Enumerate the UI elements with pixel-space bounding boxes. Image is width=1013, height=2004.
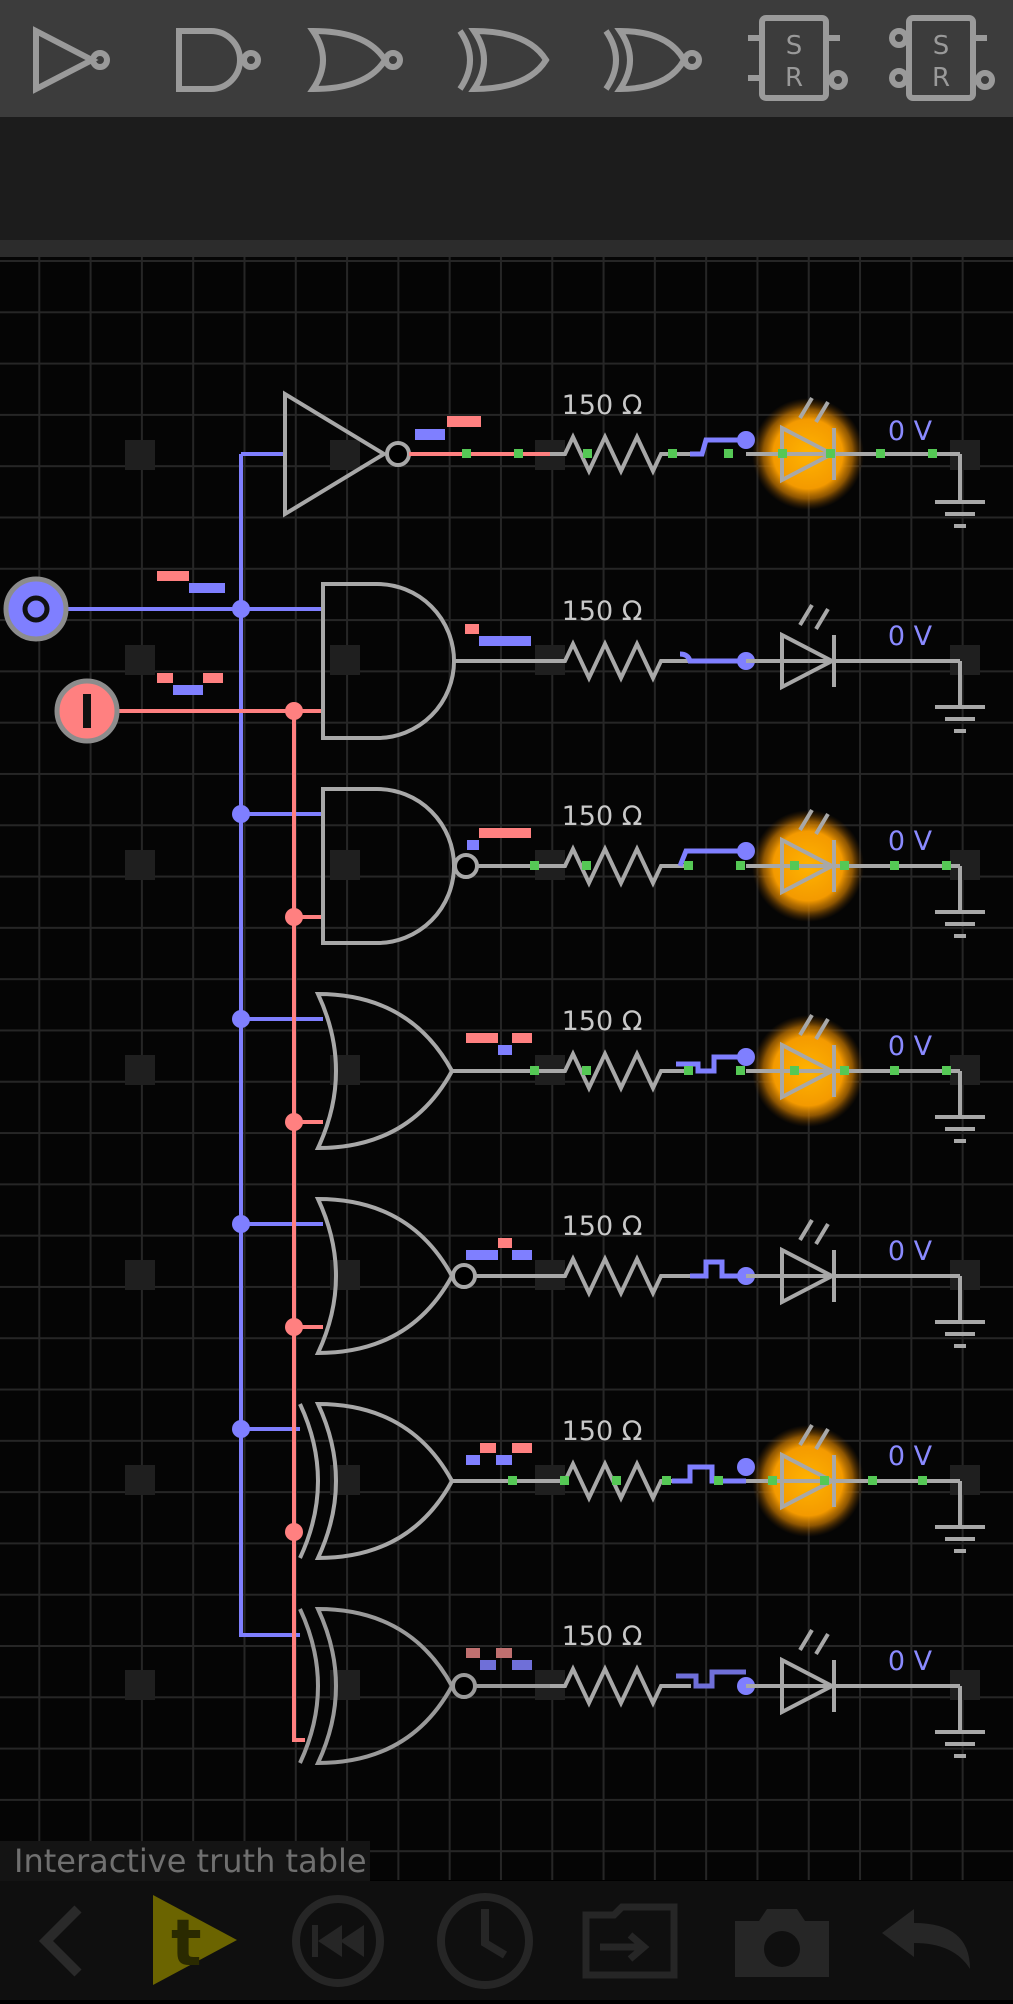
input-b-waveform: [157, 673, 223, 695]
nor-gate-tool[interactable]: [582, 0, 722, 117]
input-b-switch[interactable]: [54, 678, 120, 744]
row-not: [241, 390, 550, 518]
leds: [746, 396, 985, 1758]
folder-export-icon: [582, 1903, 678, 1979]
resistors: [550, 432, 691, 1708]
t-play-glyph: t: [171, 1907, 202, 1981]
current-probes: [672, 437, 746, 1689]
nor-gate[interactable]: [314, 1196, 455, 1356]
sr-latch-inverted-r-label: R: [932, 63, 950, 93]
resistor-labels: 150 Ω 150 Ω 150 Ω 150 Ω 150 Ω 150 Ω 150 …: [562, 390, 643, 1652]
and-gate-icon: [176, 28, 261, 92]
input-a-waveform: [157, 571, 225, 593]
chevron-left-icon: [38, 1905, 82, 1977]
xnor-gate[interactable]: [314, 1606, 455, 1766]
voltage-label: 0 V: [888, 416, 933, 447]
voltage-label: 0 V: [888, 621, 933, 652]
or-gate-tool[interactable]: [436, 0, 576, 117]
camera-icon: [735, 1909, 829, 1977]
nand-gate-icon: [307, 27, 403, 93]
bottom-toolbar: t: [0, 1881, 1013, 2000]
voltage-label: 0 V: [888, 826, 933, 857]
back-button[interactable]: [0, 1881, 145, 2000]
input-b-bus: [87, 709, 305, 1742]
row-nor: [314, 1196, 550, 1356]
resistor-label: 150 Ω: [562, 1211, 643, 1242]
xor-gate[interactable]: [314, 1401, 455, 1561]
toolbar-divider: [0, 240, 1013, 257]
row-and: [321, 582, 550, 740]
resistor-label: 150 Ω: [562, 1621, 643, 1652]
sr-latch-s-label: S: [786, 31, 803, 61]
or-gate-icon: [457, 27, 550, 93]
and-gate[interactable]: [321, 582, 456, 740]
clock-button[interactable]: [435, 1881, 580, 2000]
sr-latch-inverted-s-label: S: [933, 31, 950, 61]
clock-icon: [437, 1893, 533, 1989]
not-gate-tool[interactable]: [0, 0, 140, 117]
probe-dots: [737, 431, 755, 1695]
truth-table-label: Interactive truth table: [0, 1841, 370, 1881]
sr-latch-inverted-icon: S R: [889, 15, 995, 101]
nand-gate-tool[interactable]: [289, 0, 429, 117]
camera-button[interactable]: [725, 1881, 870, 2000]
active-nodes: [462, 449, 951, 1485]
input-a-bus: [36, 454, 300, 1637]
voltage-label: 0 V: [888, 1441, 933, 1472]
info-bar: [0, 117, 1013, 240]
row-xnor: [298, 1606, 550, 1766]
resistor-label: 150 Ω: [562, 801, 643, 832]
undo-icon: [882, 1909, 970, 1969]
voltage-label: 0 V: [888, 1646, 933, 1677]
resistor-label: 150 Ω: [562, 1416, 643, 1447]
not-gate-icon: [33, 26, 110, 94]
not-gate[interactable]: [283, 390, 388, 518]
sr-latch-icon: S R: [748, 15, 848, 101]
truth-table-play-button[interactable]: t: [145, 1881, 290, 2000]
input-a-switch[interactable]: [3, 576, 69, 642]
resistor-label: 150 Ω: [562, 596, 643, 627]
sr-latch-tool[interactable]: S R: [730, 0, 870, 117]
undo-button[interactable]: [870, 1881, 1013, 2000]
export-button[interactable]: [580, 1881, 725, 2000]
voltage-label: 0 V: [888, 1031, 933, 1062]
row-xor: [298, 1401, 550, 1561]
nor-gate-icon: [603, 27, 702, 93]
bus-wires: [36, 452, 323, 1742]
junctions: [232, 600, 303, 1541]
sr-latch-inverted-tool[interactable]: S R: [875, 0, 1013, 117]
sr-latch-r-label: R: [785, 63, 803, 93]
t-play-icon: t: [153, 1895, 237, 1985]
row-nand: [321, 787, 550, 945]
rewind-button[interactable]: [290, 1881, 435, 2000]
voltage-labels: 0 V 0 V 0 V 0 V 0 V 0 V 0 V: [888, 416, 933, 1677]
resistor-label: 150 Ω: [562, 390, 643, 421]
component-toolbar: S R S R: [0, 0, 1013, 117]
resistor-label: 150 Ω: [562, 1006, 643, 1037]
rewind-icon: [292, 1895, 384, 1987]
voltage-label: 0 V: [888, 1236, 933, 1267]
or-gate[interactable]: [314, 991, 455, 1151]
and-gate-tool[interactable]: [143, 0, 283, 117]
